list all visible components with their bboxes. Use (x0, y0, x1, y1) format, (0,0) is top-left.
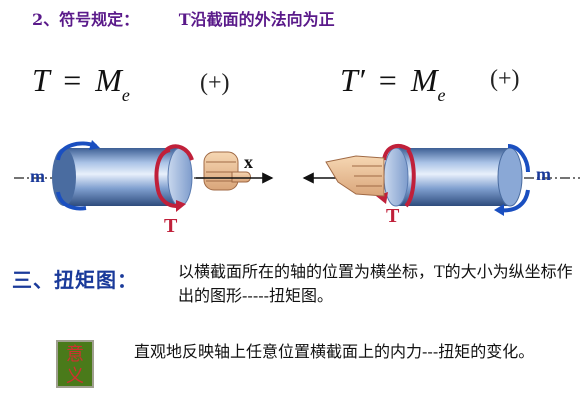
left-blue-arrowhead (89, 140, 100, 150)
right-blue-arrowhead (494, 204, 504, 216)
right-red-arrow (404, 148, 416, 208)
meaning-badge: 意 义 (56, 340, 94, 388)
right-label-T: T (386, 205, 400, 227)
left-label-m: m (30, 166, 45, 186)
right-red-arrow-top (382, 143, 412, 161)
right-formula-sub: e (437, 85, 446, 105)
left-formula-sub: e (121, 85, 130, 105)
left-formula: T = Me (32, 62, 130, 105)
right-hand-icon (325, 155, 385, 197)
section-definition: 以横截面所在的轴的位置为横坐标，T的大小为纵坐标作出的图形-----扭矩图。 (178, 262, 573, 305)
badge-char-1: 意 (66, 344, 84, 365)
left-label-T: T (164, 215, 178, 237)
badge-char-2: 义 (66, 366, 84, 387)
left-formula-eq: = (63, 62, 82, 98)
right-positive-sign: (+) (490, 66, 520, 92)
left-hand-icon (203, 151, 251, 191)
right-formula-eq: = (378, 62, 397, 98)
left-blue-arrow-bottom (56, 191, 87, 211)
left-positive-sign: (+) (200, 70, 230, 96)
left-formula-lhs: T (32, 62, 50, 98)
slide-heading: 2、符号规定： T沿截面的外法向为正 (32, 6, 335, 30)
left-red-arrow (154, 148, 177, 208)
left-shaft (52, 147, 193, 207)
heading-number: 2、符号规定： (32, 10, 140, 29)
section-title: 三、扭矩图： (12, 268, 138, 292)
torque-sign-diagram: m T x m T (14, 140, 580, 237)
right-shaft (383, 147, 523, 207)
right-formula: T′ = Me (340, 62, 446, 105)
left-red-arrow-top (164, 144, 194, 161)
meaning-text: 直观地反映轴上任意位置横截面上的内力---扭矩的变化。 (134, 342, 535, 361)
right-formula-rhs: M (410, 62, 438, 98)
left-label-x: x (244, 152, 253, 172)
sign-rule-text: T沿截面的外法向为正 (178, 10, 335, 29)
right-formula-lhs: T′ (340, 62, 365, 98)
left-red-arrowhead (176, 200, 186, 212)
right-blue-arrow-top (507, 144, 530, 173)
left-formula-rhs: M (95, 62, 122, 98)
right-label-m: m (536, 164, 551, 184)
